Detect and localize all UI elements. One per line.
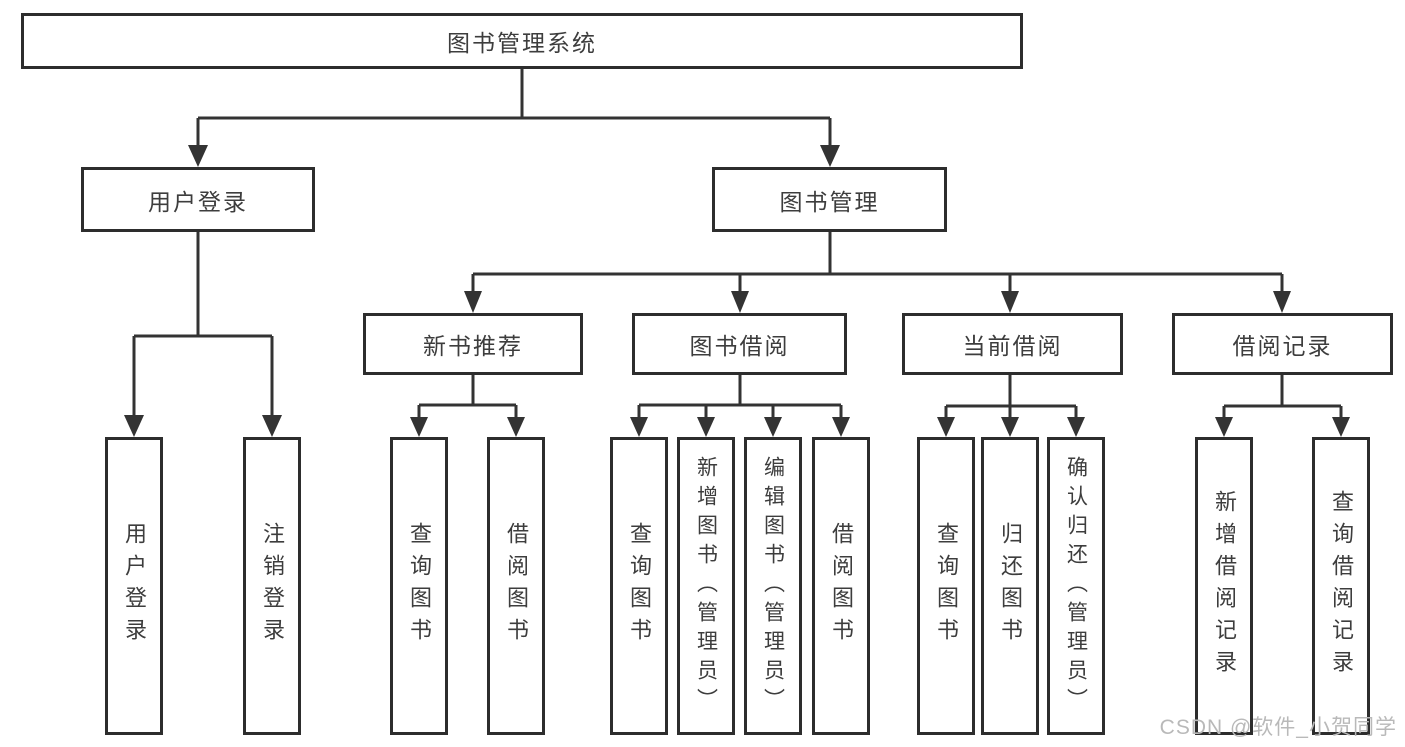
leaf-confirm-return-admin-label: 确认归还（管理员） (1064, 455, 1088, 717)
leaf-edit-books-admin-label: 编辑图书（管理员） (761, 455, 785, 717)
leaf-query-books-recommend: 查询图书 (390, 437, 448, 735)
leaf-query-borrow-record-label: 查询借阅记录 (1329, 490, 1354, 682)
csdn-watermark: CSDN @软件_小贺同学 (1159, 716, 1397, 739)
leaf-borrow-books-recommend: 借阅图书 (487, 437, 545, 735)
leaf-borrow-books-label: 借阅图书 (829, 522, 854, 650)
leaf-query-books-borrowing: 查询图书 (610, 437, 668, 735)
node-borrowing-records: 借阅记录 (1172, 313, 1393, 375)
leaf-borrow-books-recommend-label: 借阅图书 (504, 522, 529, 650)
leaf-confirm-return-admin: 确认归还（管理员） (1047, 437, 1105, 735)
node-library-management-system: 图书管理系统 (21, 13, 1023, 69)
node-book-borrowing: 图书借阅 (632, 313, 847, 375)
leaf-user-login: 用户登录 (105, 437, 163, 735)
node-book-management: 图书管理 (712, 167, 947, 232)
node-new-book-recommend: 新书推荐 (363, 313, 583, 375)
arrowheads (124, 145, 1350, 437)
leaf-borrow-books: 借阅图书 (812, 437, 870, 735)
leaf-add-borrow-record: 新增借阅记录 (1195, 437, 1253, 735)
node-current-borrowing: 当前借阅 (902, 313, 1123, 375)
leaf-return-books: 归还图书 (981, 437, 1039, 735)
leaf-query-borrow-record: 查询借阅记录 (1312, 437, 1370, 735)
leaf-edit-books-admin: 编辑图书（管理员） (744, 437, 802, 735)
leaf-logout: 注销登录 (243, 437, 301, 735)
leaf-add-borrow-record-label: 新增借阅记录 (1212, 490, 1237, 682)
leaf-add-books-admin-label: 新增图书（管理员） (694, 455, 718, 717)
leaf-logout-label: 注销登录 (260, 522, 285, 650)
leaf-query-books-borrowing-label: 查询图书 (627, 522, 652, 650)
node-user-login: 用户登录 (81, 167, 315, 232)
leaf-add-books-admin: 新增图书（管理员） (677, 437, 735, 735)
leaf-query-books-recommend-label: 查询图书 (407, 522, 432, 650)
leaf-query-books-current: 查询图书 (917, 437, 975, 735)
leaf-return-books-label: 归还图书 (998, 522, 1023, 650)
leaf-user-login-label: 用户登录 (122, 522, 147, 650)
leaf-query-books-current-label: 查询图书 (934, 522, 959, 650)
